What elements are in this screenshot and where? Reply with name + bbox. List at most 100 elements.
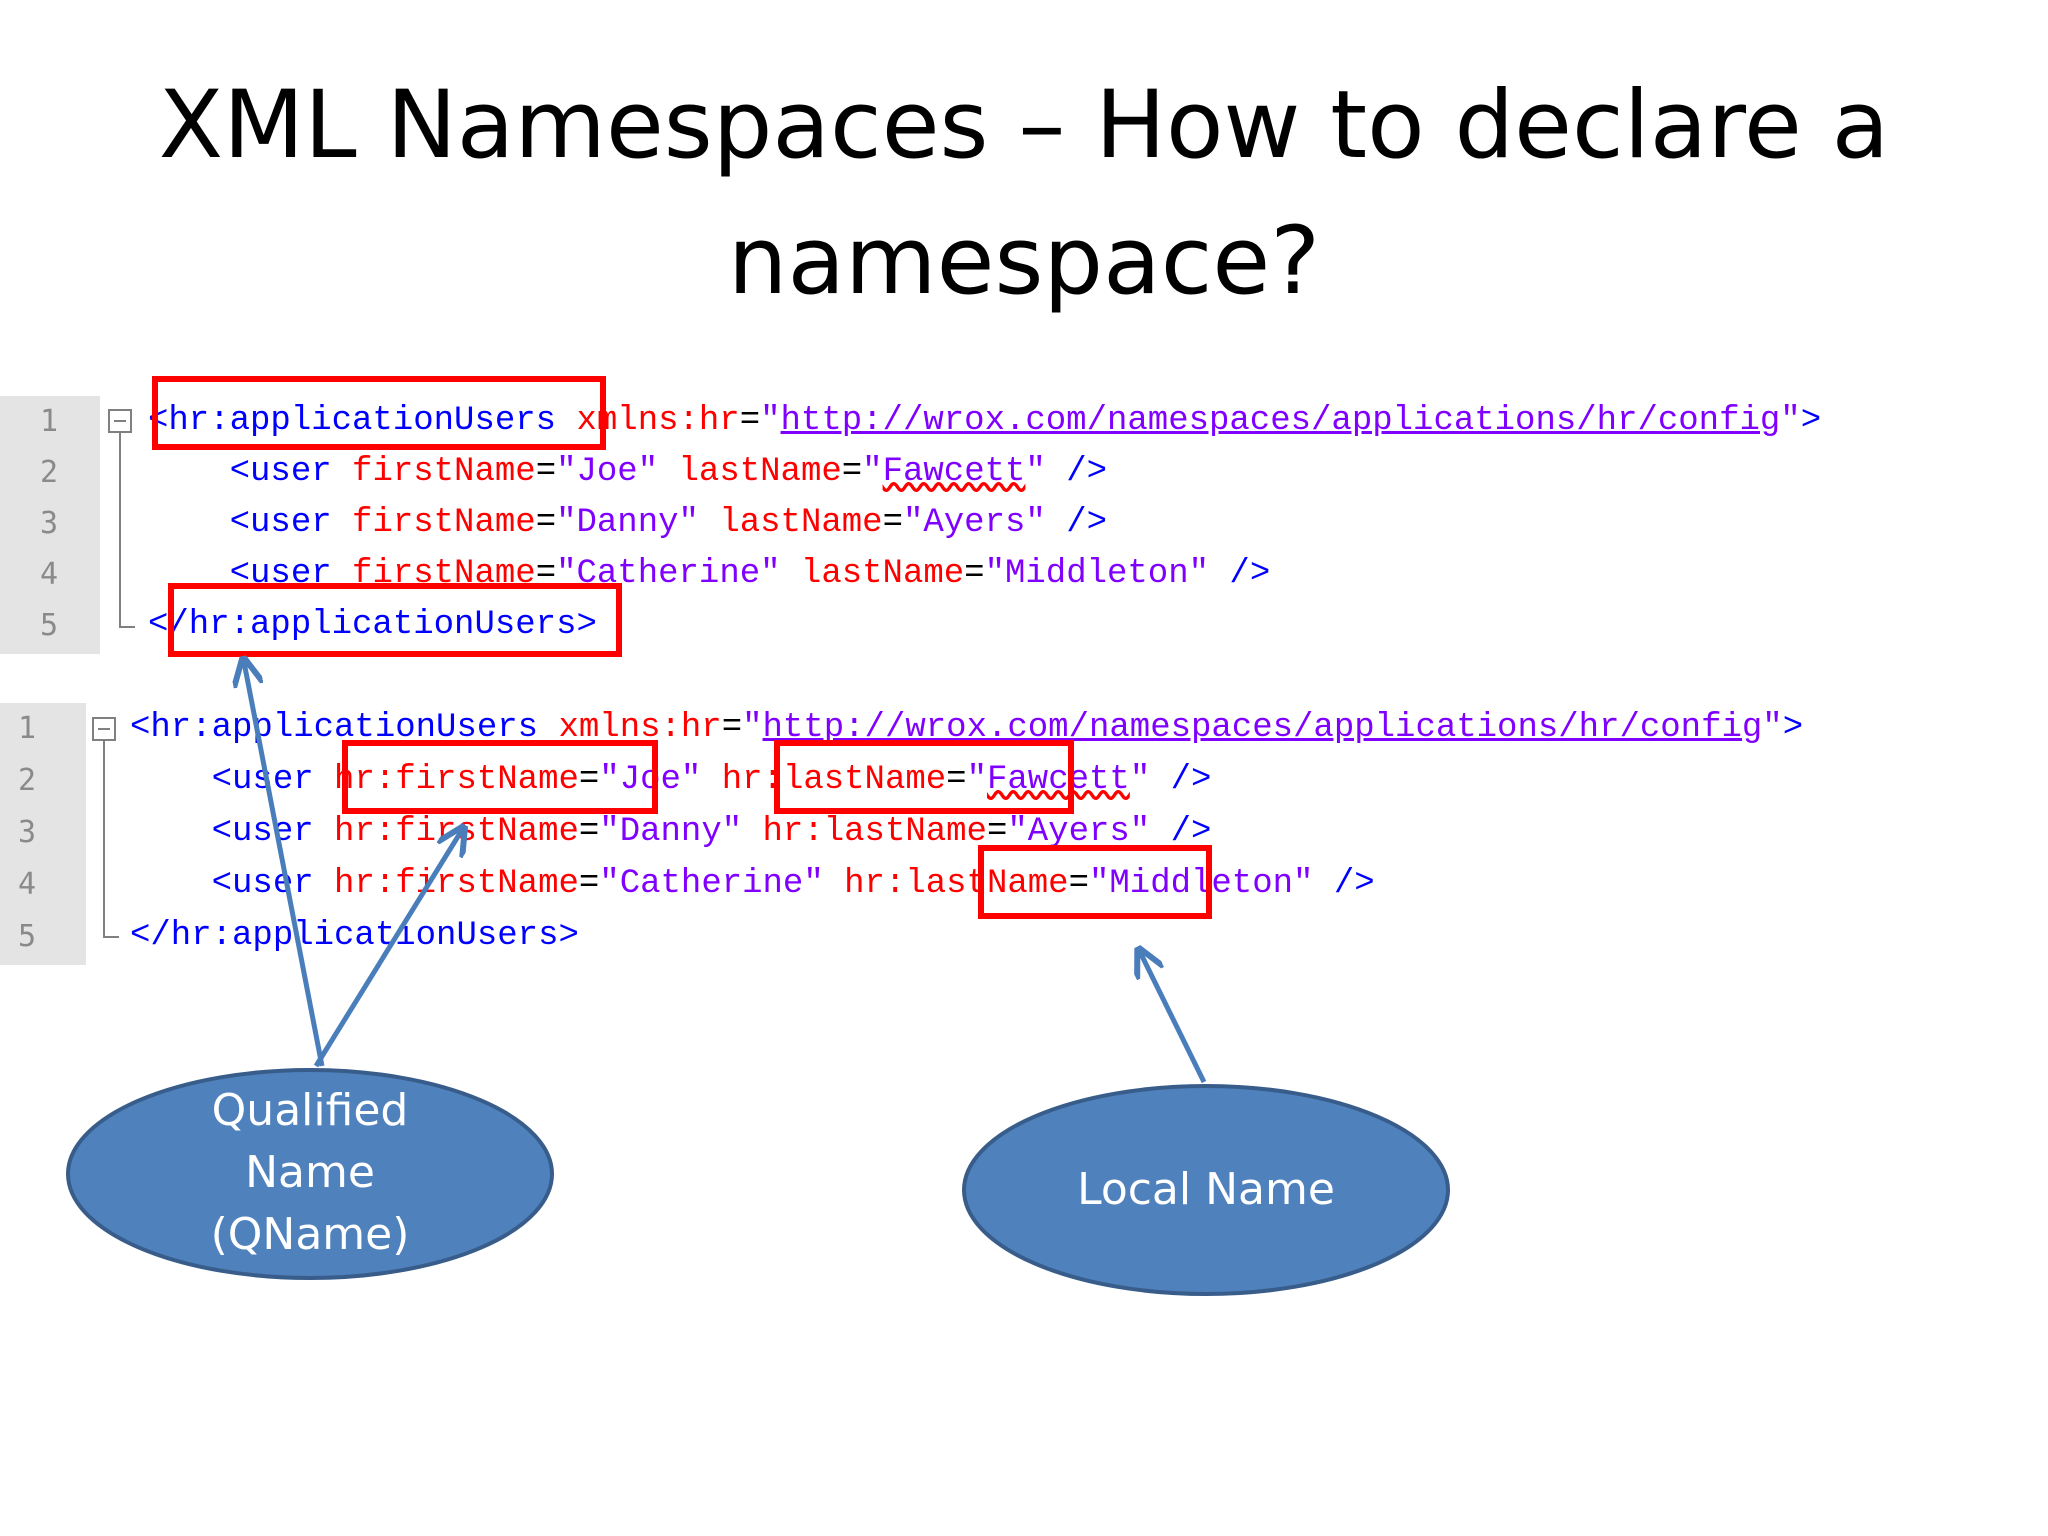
code-token: /> [1313,865,1375,903]
code-token: "Joe" [556,453,659,491]
arrow-to-local-name [1140,952,1207,1084]
code-area-2 [86,703,2030,965]
code-token: = [578,761,600,799]
code-token: " [1762,709,1783,747]
line-number: 1 [17,711,36,746]
code-token: lastName [780,555,965,593]
code-token: " [742,709,763,747]
code-token: <user [148,453,332,491]
code-token: = [946,761,967,799]
code-token: lastName [658,453,842,491]
code-token: <user [148,504,332,542]
fold-guide-line [103,741,105,937]
highlight-box-opening-tag [152,376,606,450]
local-name-bubble [962,1084,1450,1296]
line-number: 2 [17,763,36,798]
code-token: lastName [698,504,883,542]
code-token: "Ayers" [902,504,1046,542]
line-number: 3 [39,506,58,541]
code-token: = [578,865,600,903]
code-token: = [578,813,600,851]
line-number: 4 [39,557,58,592]
code-token: hr:firstName [313,761,579,799]
code-line: <user hr:firstName="Joe" hr:lastName="Fa… [130,755,1212,806]
code-token: > [1782,709,1804,747]
code-token: " [1780,402,1801,440]
code-token: > [1800,402,1822,440]
code-token: /> [1150,813,1212,851]
arrow-to-closing-tag [244,662,325,1067]
line-number: 4 [17,867,36,902]
arrow-to-qualified-attribute [313,830,462,1068]
code-line: <hr:applicationUsers xmlns:hr="http://wr… [130,703,1803,754]
code-line: </hr:applicationUsers> [130,911,579,962]
code-token: firstName [331,504,536,542]
local-name-label: Local Name [1077,1164,1335,1215]
line-number-gutter-1 [0,396,100,654]
fold-guide-end [119,626,135,628]
code-token: hr:lastName [701,761,947,799]
code-line: <user hr:firstName="Catherine" hr:lastNa… [130,859,1375,910]
code-token: "Ayers" [1007,813,1151,851]
fold-guide-end [103,936,119,938]
fold-guide-line [119,433,121,627]
code-token: " [966,761,987,799]
code-token: http://wrox.com/namespaces/applications/… [780,402,1781,440]
code-token: hr:lastName [823,865,1069,903]
code-token: " [1129,761,1151,799]
code-token: = [739,402,761,440]
code-token: = [841,453,863,491]
line-number: 1 [39,404,58,439]
code-token: "Danny" [599,813,743,851]
code-token: " [1025,453,1046,491]
line-number: 2 [39,455,58,490]
code-token: " [862,453,883,491]
line-number: 5 [17,919,36,954]
code-token: "Middleton" [984,555,1210,593]
code-token: </hr:applicationUsers> [130,917,579,955]
code-token: " [760,402,781,440]
collapse-minus-icon[interactable] [92,717,116,741]
code-token: "Joe" [599,761,702,799]
code-token: /> [1150,761,1212,799]
slide-title: XML Namespaces – How to declare a namesp… [158,71,1890,316]
line-number-gutter-2 [0,703,86,965]
highlight-box-local-name [978,845,1212,919]
code-token: = [535,504,557,542]
code-token: </hr:applicationUsers> [148,606,597,644]
code-line: <user firstName="Joe" lastName="Fawcett"… [148,447,1107,498]
code-token: /> [1209,555,1271,593]
code-token: = [986,813,1008,851]
highlight-box-qualified-firstname [342,740,658,814]
qualified-name-bubble [66,1068,554,1280]
code-token: hr:firstName [313,865,579,903]
collapse-minus-icon[interactable] [108,409,132,433]
code-token: "Middleton" [1088,865,1314,903]
code-token: /> [1045,453,1108,491]
code-token: <hr:applicationUsers [148,402,557,440]
code-token: = [721,709,743,747]
code-token: Fawcett [986,761,1130,799]
code-token: Fawcett [882,453,1026,491]
code-token: hr:lastName [742,813,987,851]
line-number: 5 [39,608,58,643]
code-token: <user [130,813,314,851]
code-line: </hr:applicationUsers> [148,600,597,651]
code-line: <user hr:firstName="Danny" hr:lastName="… [130,807,1212,858]
code-token: = [1068,865,1089,903]
code-token: = [882,504,903,542]
code-token: "Catherine" [599,865,824,903]
code-area-1 [100,396,2030,654]
code-token: "Danny" [556,504,699,542]
line-number: 3 [17,815,36,850]
code-line: <user firstName="Danny" lastName="Ayers"… [148,498,1107,549]
code-token: = [964,555,985,593]
qualified-name-label: Qualified Name (QName) [210,1085,410,1260]
code-token: /> [1045,504,1108,542]
code-token: <user [130,865,314,903]
code-token: = [535,453,557,491]
highlight-box-closing-tag [168,583,622,657]
code-token: firstName [331,453,536,491]
